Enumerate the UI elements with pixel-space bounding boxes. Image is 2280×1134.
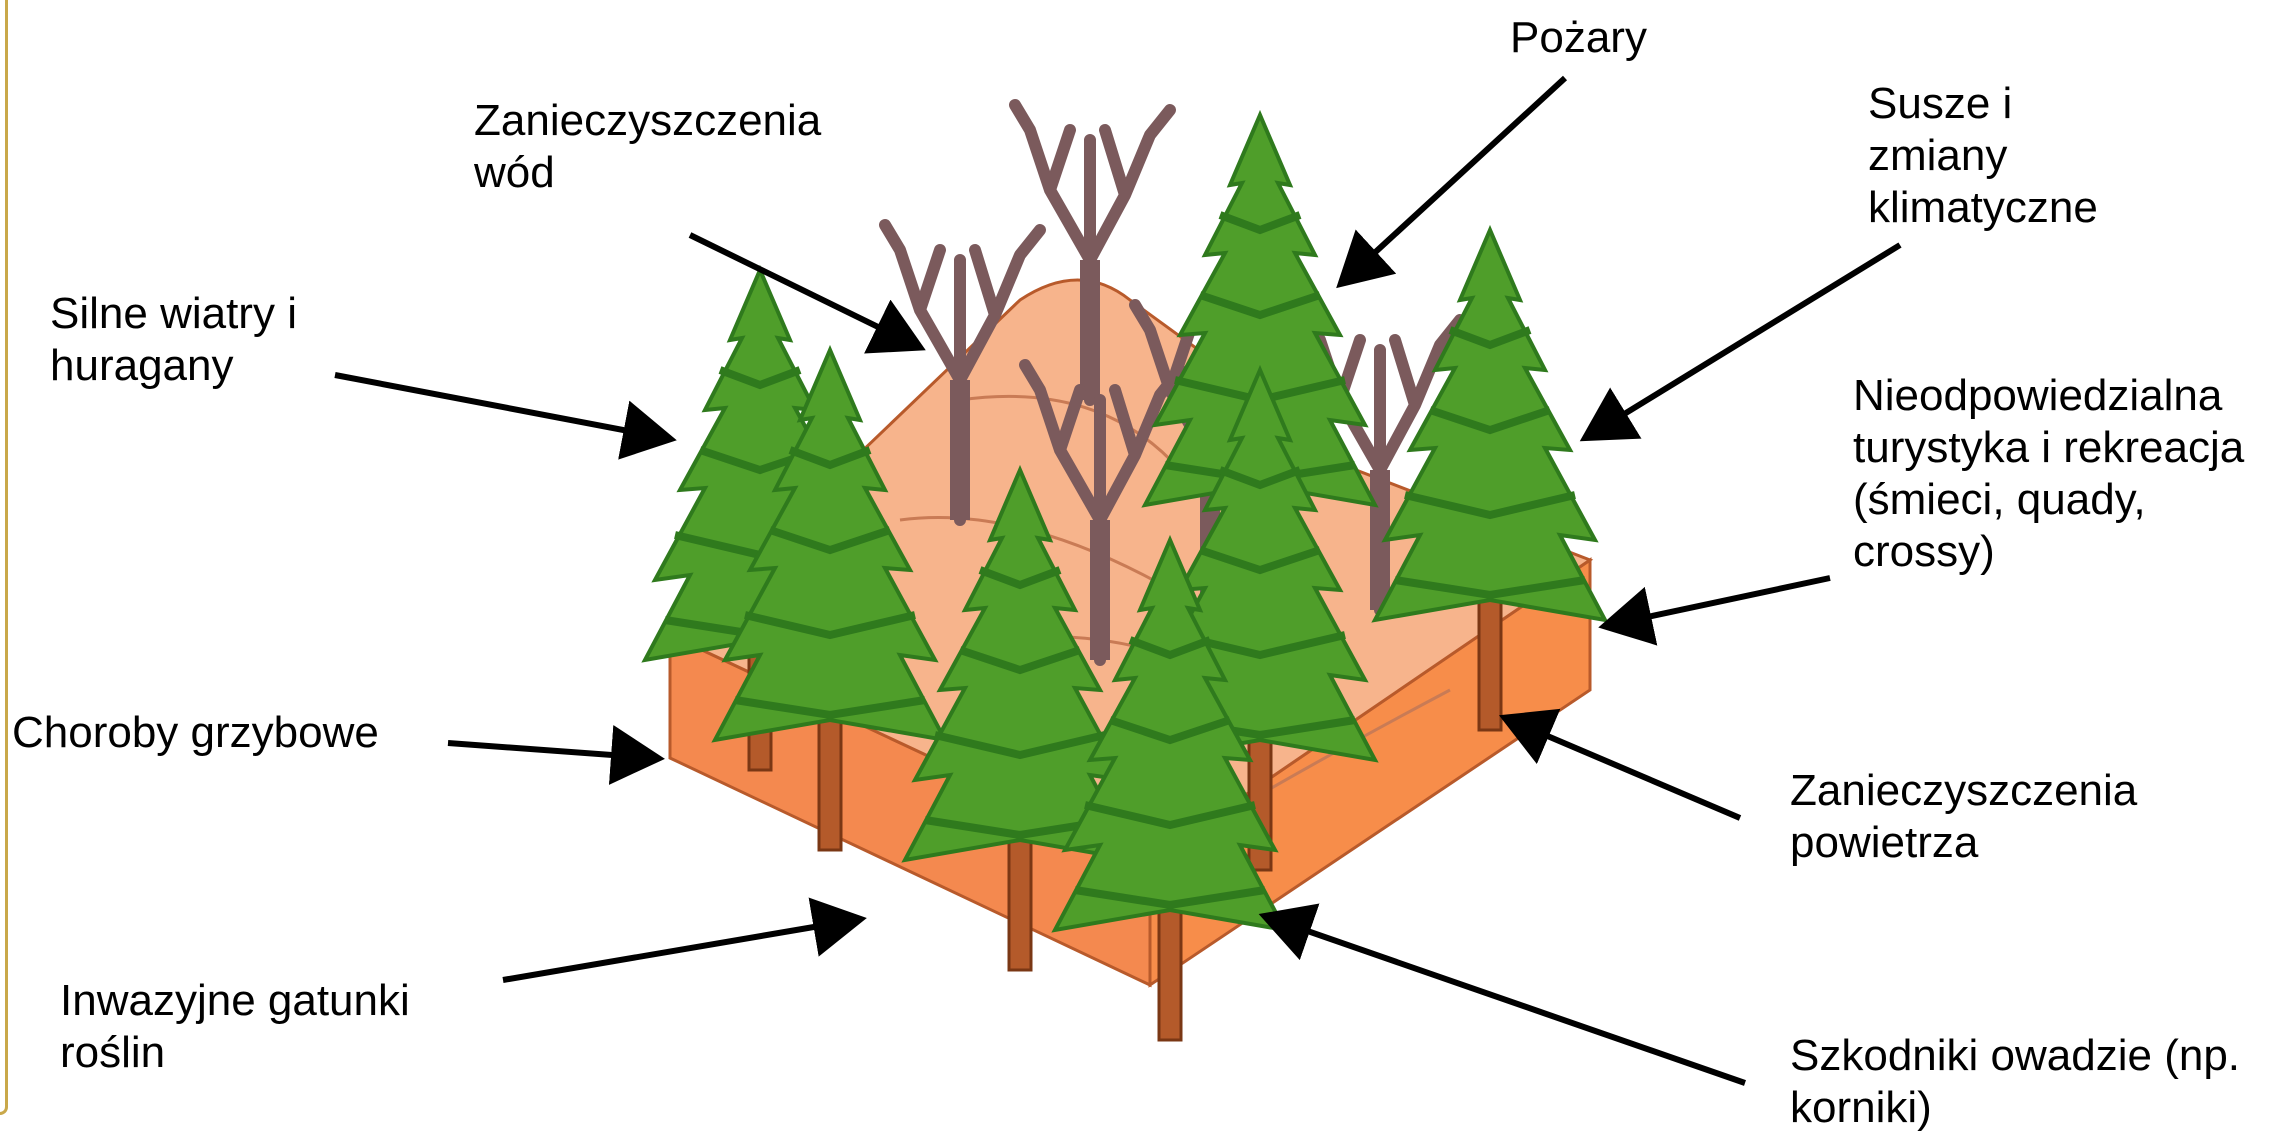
arrow-szkodniki — [1270, 918, 1745, 1083]
arrow-wiatry — [335, 375, 665, 438]
label-inwazyjne: Inwazyjne gatunki roślin — [60, 975, 410, 1079]
label-wiatry: Silne wiatry i huragany — [50, 288, 297, 392]
arrow-pozary — [1345, 78, 1565, 280]
arrow-zanieczyszczenia-powietrza — [1510, 720, 1740, 818]
arrow-zanieczyszczenia-wod — [690, 235, 915, 345]
label-pozary: Pożary — [1510, 12, 1647, 64]
label-szkodniki: Szkodniki owadzie (np. korniki) — [1790, 1030, 2240, 1134]
arrow-inwazyjne — [503, 920, 855, 980]
arrow-turystyka — [1610, 578, 1830, 625]
label-turystyka: Nieodpowiedzialna turystyka i rekreacja … — [1853, 370, 2244, 578]
label-choroby: Choroby grzybowe — [12, 707, 379, 759]
label-zanieczyszczenia-wod: Zanieczyszczenia wód — [474, 95, 821, 199]
arrow-choroby — [448, 743, 653, 758]
label-zanieczyszczenia-powietrza: Zanieczyszczenia powietrza — [1790, 765, 2137, 869]
label-susze: Susze i zmiany klimatyczne — [1868, 78, 2098, 234]
